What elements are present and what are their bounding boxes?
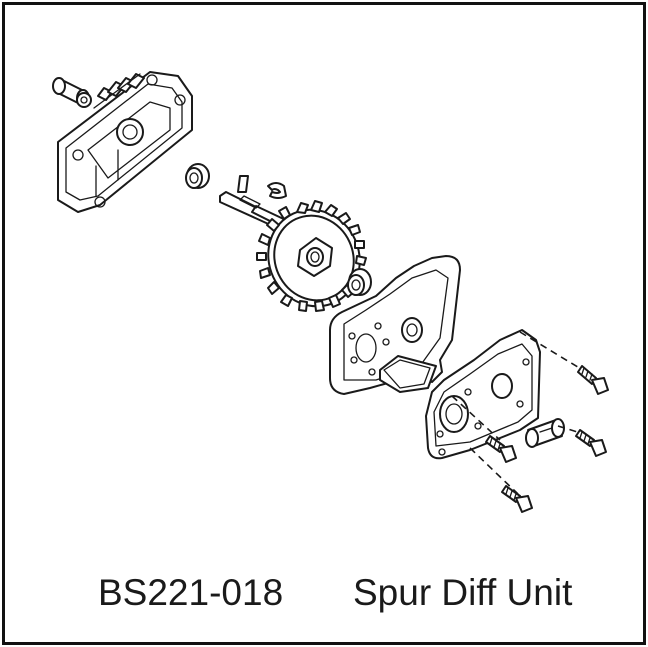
gear-cover-plate xyxy=(329,255,461,395)
screw-middle-left xyxy=(485,435,517,463)
spur-gear xyxy=(256,200,367,312)
output-cup xyxy=(52,77,92,108)
bearing-small xyxy=(185,163,210,189)
screw-bottom xyxy=(501,485,533,513)
part-name: Spur Diff Unit xyxy=(353,572,573,613)
screw-top-right xyxy=(577,365,609,395)
motor-mount-plate xyxy=(425,329,541,460)
gearbox-housing xyxy=(57,71,193,213)
assembly-guide-lines xyxy=(451,331,587,495)
e-clip xyxy=(267,182,287,199)
drive-pin xyxy=(237,175,249,193)
caption: BS221-018 Spur Diff Unit xyxy=(0,572,648,622)
part-number: BS221-018 xyxy=(98,572,284,613)
pinion-cup xyxy=(525,418,565,448)
screw-middle-right xyxy=(575,429,607,457)
bearing-large xyxy=(347,268,372,296)
housing-cooling-fins xyxy=(93,73,145,109)
